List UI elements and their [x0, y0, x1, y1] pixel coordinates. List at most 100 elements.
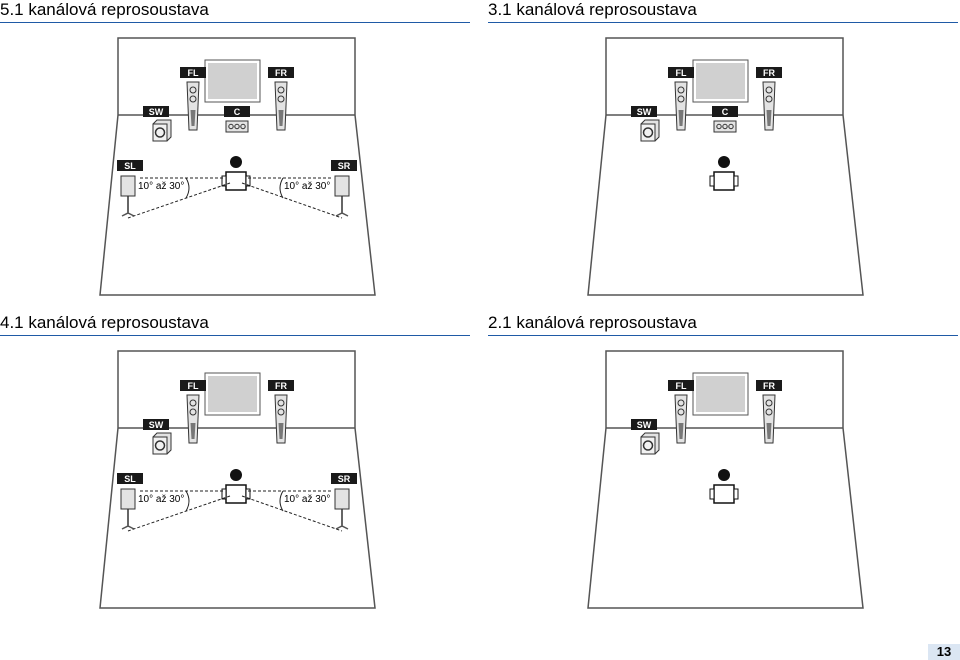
tweeter [277, 86, 285, 94]
center-driver [728, 123, 734, 130]
port [190, 423, 196, 439]
front-left-speaker [674, 394, 688, 444]
label-tag-text: SW [637, 107, 652, 117]
label-tag-bg [756, 67, 782, 78]
front-left-speaker [186, 81, 200, 131]
listener [709, 156, 739, 191]
armrest-left [221, 175, 227, 187]
label-tag-bg [668, 380, 694, 391]
fl-label: FL [180, 67, 206, 78]
woofer [765, 408, 773, 416]
speaker-cabinet [274, 81, 288, 131]
subwoofer [640, 432, 660, 455]
left-angle-text: 10° až 30° [138, 181, 184, 192]
listener-head [230, 156, 242, 168]
subwoofer-front [640, 123, 656, 142]
sr-label: SR [331, 473, 357, 484]
port [766, 110, 772, 126]
label-tag-text: FR [763, 68, 775, 78]
woofer [765, 95, 773, 103]
right-angle-arc [279, 177, 284, 199]
label-tag-text: SR [338, 474, 351, 484]
label-tag-text: C [722, 107, 729, 117]
center-driver [240, 123, 246, 130]
right-angle-text: 10° až 30° [284, 181, 330, 192]
subwoofer-driver [642, 127, 654, 138]
label-tag-text: FR [275, 68, 287, 78]
woofer [277, 408, 285, 416]
label-tag-bg [668, 67, 694, 78]
left-angle-line [127, 182, 231, 219]
label-tag-bg [712, 106, 738, 117]
port [678, 423, 684, 439]
front-right-speaker [274, 81, 288, 131]
sl-label: SL [117, 160, 143, 171]
tv-screen [696, 376, 745, 412]
fr-label: FR [756, 67, 782, 78]
label-tag-text: FR [763, 381, 775, 391]
subwoofer [640, 119, 660, 142]
port [678, 110, 684, 126]
sl-label: SL [117, 473, 143, 484]
c-label: C [224, 106, 250, 117]
tweeter [765, 86, 773, 94]
label-tag-bg [224, 106, 250, 117]
port [278, 423, 284, 439]
stand-base [335, 525, 349, 530]
right-angle-arc [279, 490, 284, 512]
woofer [189, 95, 197, 103]
armrest-left [709, 488, 715, 500]
fl-label: FL [668, 67, 694, 78]
armrest-right [733, 175, 739, 187]
speaker-cabinet [762, 81, 776, 131]
fr-label: FR [268, 380, 294, 391]
label-tag-bg [117, 160, 143, 171]
front-right-speaker [274, 394, 288, 444]
room-diagram: FL FR SW C [587, 37, 864, 296]
left-angle-line [127, 495, 231, 532]
center-cabinet [225, 120, 249, 133]
port [190, 110, 196, 126]
right-angle-line [241, 182, 343, 219]
front-right-speaker [762, 81, 776, 131]
speaker-cabinet [762, 394, 776, 444]
stand-base [121, 212, 135, 217]
speaker-cabinet [186, 81, 200, 131]
sw-label: SW [631, 419, 657, 430]
right-angle-text: 10° až 30° [284, 494, 330, 505]
speaker-cabinet [674, 81, 688, 131]
panel-title: 2.1 kanálová reprosoustava [488, 313, 958, 336]
tweeter [677, 399, 685, 407]
listener-seat [713, 171, 735, 191]
label-tag-text: FL [188, 68, 199, 78]
label-tag-text: SL [124, 474, 136, 484]
surround-right-speaker [334, 175, 350, 217]
listener [221, 156, 251, 191]
sw-label: SW [143, 419, 169, 430]
left-angle-arc [185, 490, 190, 512]
surround-left-speaker [120, 488, 136, 530]
surround-cabinet [120, 175, 136, 197]
listener-head [230, 469, 242, 481]
c-label: C [712, 106, 738, 117]
label-tag-text: SR [338, 161, 351, 171]
port [278, 110, 284, 126]
label-tag-bg [143, 106, 169, 117]
fr-label: FR [756, 380, 782, 391]
label-tag-text: SL [124, 161, 136, 171]
subwoofer-driver [642, 440, 654, 451]
label-tag-text: FL [188, 381, 199, 391]
right-angle-line [241, 495, 343, 532]
label-tag-bg [631, 106, 657, 117]
label-tag-bg [180, 380, 206, 391]
speaker-cabinet [186, 394, 200, 444]
woofer [677, 408, 685, 416]
stand-base [121, 525, 135, 530]
armrest-left [221, 488, 227, 500]
label-tag-text: SW [637, 420, 652, 430]
